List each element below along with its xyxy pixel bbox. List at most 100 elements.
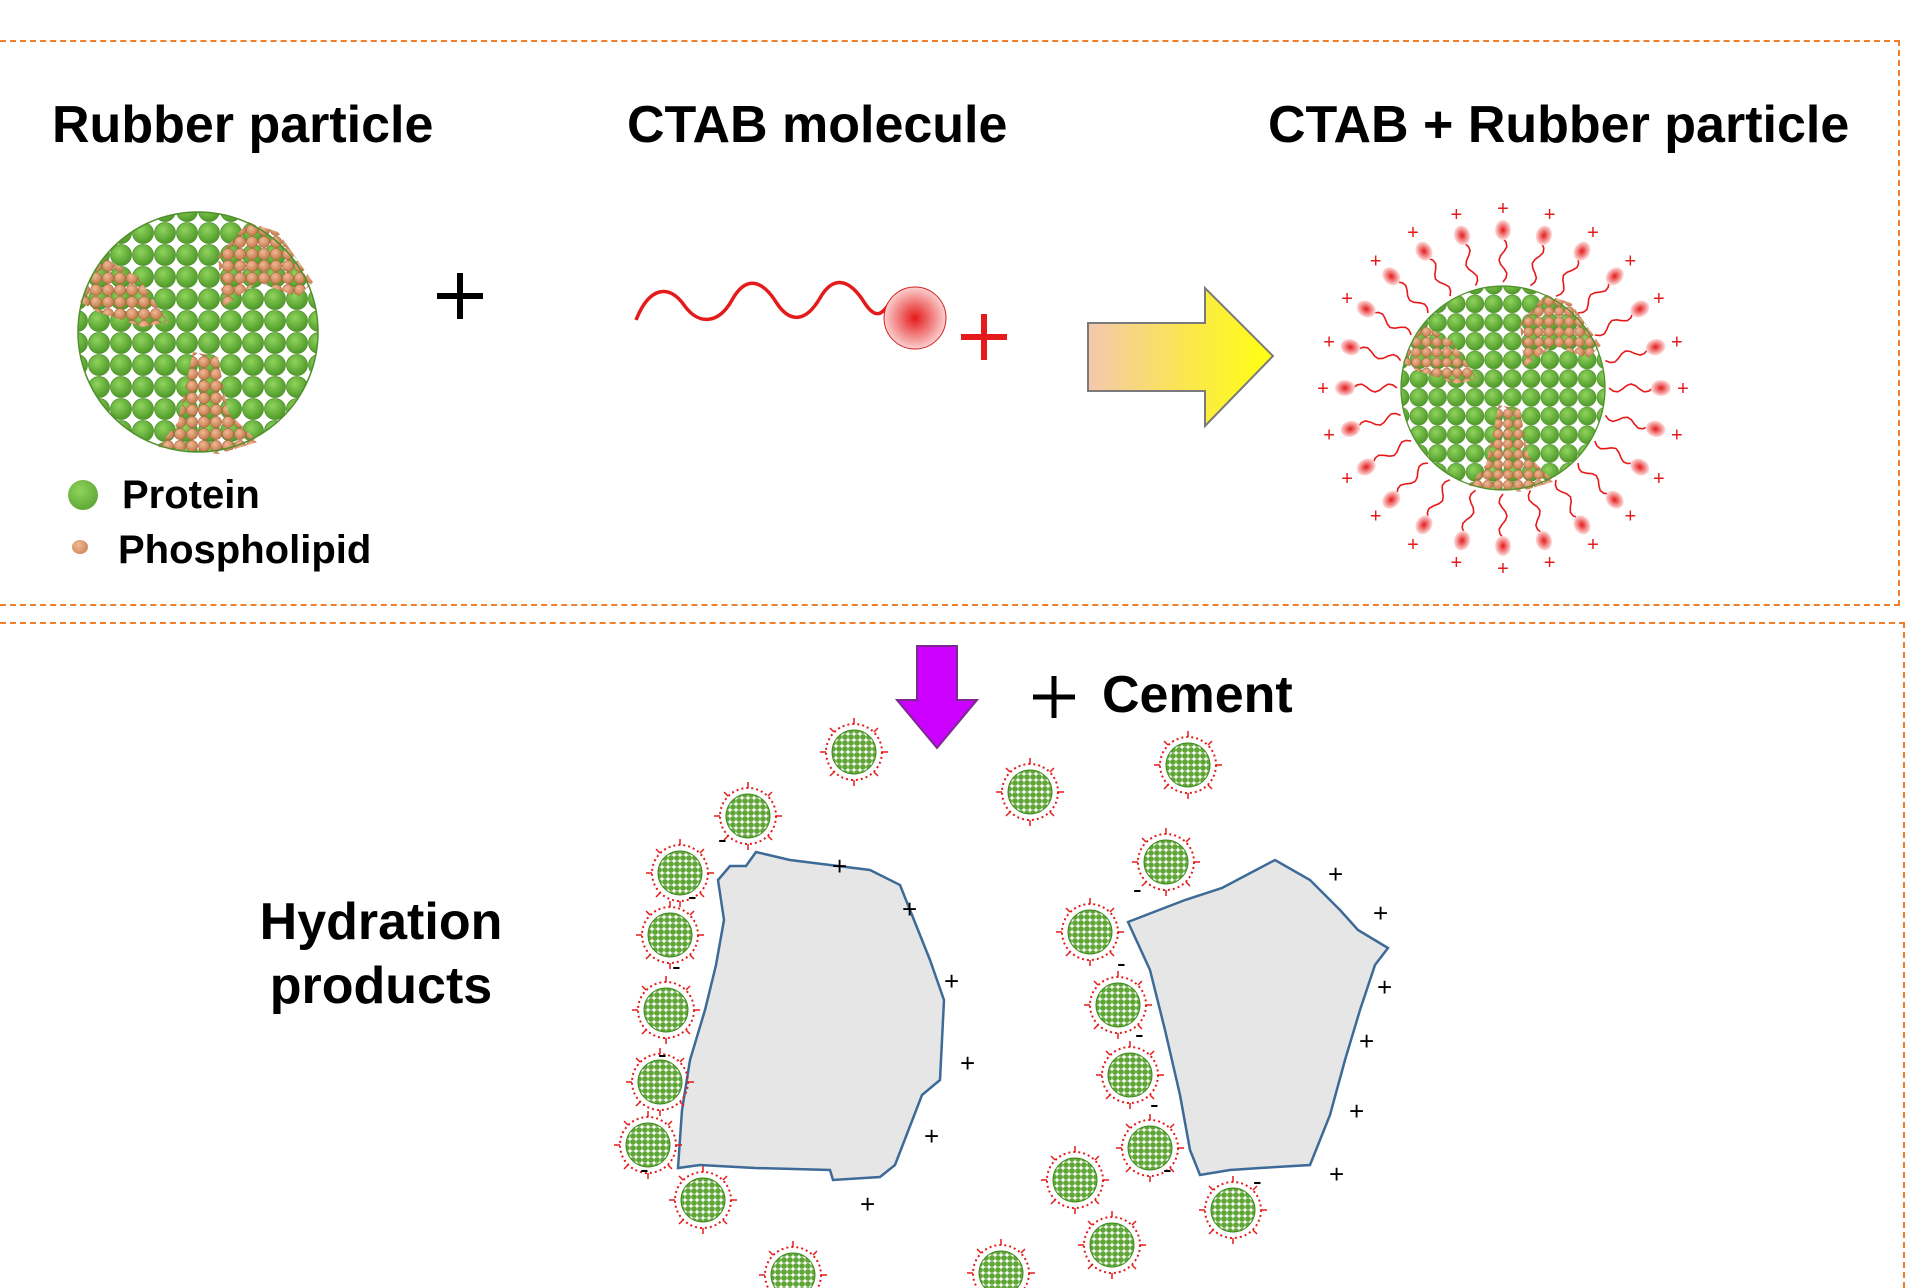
ctab-head	[1453, 530, 1471, 551]
ctab-tail	[1498, 493, 1508, 539]
ctab-charge: +	[1451, 204, 1463, 226]
ctab-charge: +	[1497, 558, 1509, 580]
ctab-tail	[1529, 242, 1545, 287]
ctab-charge: +	[1370, 505, 1382, 527]
cement-grain-right	[1126, 858, 1390, 1177]
ctab-head	[1340, 338, 1361, 356]
ctab-head	[1535, 225, 1553, 246]
svg-text:-: -	[640, 1154, 649, 1184]
title-ctab-molecule: CTAB molecule	[627, 96, 1008, 154]
ctab-charge: +	[1323, 331, 1335, 353]
ctab-head	[1335, 380, 1355, 396]
ctab-charge: +	[1624, 505, 1636, 527]
ctab-head	[1651, 380, 1671, 396]
hydration-line-1: Hydration	[259, 893, 503, 951]
ctab-head	[1645, 420, 1666, 438]
svg-text:-: -	[1150, 1089, 1159, 1119]
ctab-tail	[1608, 383, 1654, 393]
bottom-panel	[0, 622, 1905, 1288]
ctab-head	[1495, 220, 1511, 240]
ctab-charge: +	[1317, 378, 1329, 400]
ctab-head	[1630, 300, 1650, 318]
ctab-head	[1573, 515, 1591, 535]
cement-arrow	[894, 645, 980, 750]
svg-text:+: +	[832, 851, 847, 881]
ctab-charge: +	[1677, 378, 1689, 400]
ctab-charge: +	[1653, 468, 1665, 490]
ctab-tail	[1498, 237, 1508, 283]
hydration-line-2: products	[269, 957, 493, 1015]
cement-grain-left	[676, 850, 946, 1182]
ctab-tail	[1426, 479, 1451, 518]
top-panel	[0, 40, 1900, 606]
svg-text:+: +	[924, 1121, 939, 1151]
svg-text:+: +	[1349, 1096, 1364, 1126]
svg-text:-: -	[1135, 1019, 1144, 1049]
legend-protein-label: Protein	[122, 473, 260, 517]
ctab-charge: +	[1451, 552, 1463, 574]
svg-text:-: -	[688, 881, 697, 911]
ctab-charge: +	[1587, 534, 1599, 556]
svg-text:+: +	[1377, 972, 1392, 1002]
ctab-head	[1605, 267, 1624, 286]
cement-label: Cement	[1102, 665, 1293, 725]
ctab-charge: +	[1671, 331, 1683, 353]
ctab-charge: +	[1544, 552, 1556, 574]
reaction-arrow	[1087, 285, 1275, 429]
title-ctab-rubber: CTAB + Rubber particle	[1268, 96, 1850, 154]
ctab-head	[1415, 241, 1433, 261]
svg-text:-: -	[1133, 874, 1142, 904]
ctab-head	[1382, 490, 1401, 509]
ctab-charge: +	[1624, 251, 1636, 273]
svg-text:-: -	[1253, 1166, 1262, 1196]
ctab-tail	[1577, 462, 1610, 495]
svg-text:-: -	[1117, 948, 1126, 978]
ctab-head	[1382, 267, 1401, 286]
svg-text:+: +	[1329, 1159, 1344, 1189]
hydration-products-label: Hydration products	[221, 890, 541, 1018]
ctab-charge: +	[1544, 204, 1556, 226]
ctab-tail	[1577, 281, 1610, 314]
ctab-tail	[1396, 281, 1429, 314]
ctab-tail	[1373, 311, 1412, 336]
svg-text:-: -	[718, 824, 727, 854]
svg-text:+: +	[1359, 1026, 1374, 1056]
svg-text:+: +	[944, 966, 959, 996]
ctab-tail	[1554, 479, 1579, 519]
ctab-charge: +	[1370, 251, 1382, 273]
svg-text:+: +	[960, 1048, 975, 1078]
svg-text:-: -	[672, 951, 681, 981]
legend-phospholipid-swatch	[72, 540, 88, 554]
ctab-charge: +	[1341, 468, 1353, 490]
ctab-head	[1453, 225, 1471, 246]
surface-charges: +++ +++ +++ +++ --- --- --- --	[640, 824, 1392, 1219]
ctab-molecule	[634, 280, 1007, 360]
ctab-charge: +	[1497, 198, 1509, 220]
title-rubber-particle: Rubber particle	[52, 96, 434, 154]
svg-text:+: +	[860, 1189, 875, 1219]
svg-text:+: +	[1328, 859, 1343, 889]
ctab-tail	[1461, 489, 1477, 534]
ctab-charge: +	[1587, 222, 1599, 244]
ctab-tail	[1463, 242, 1479, 286]
ctab-head	[1356, 300, 1376, 318]
ctab-charge: +	[1671, 425, 1683, 447]
ctab-tail	[1555, 258, 1580, 297]
svg-text:+: +	[902, 894, 917, 924]
ctab-charge: +	[1407, 222, 1419, 244]
ctab-charge: +	[1407, 534, 1419, 556]
ctab-tail	[1372, 439, 1412, 464]
ctab-head	[1415, 515, 1433, 535]
ctab-charge: +	[1323, 425, 1335, 447]
ctab-charge: +	[1653, 288, 1665, 310]
rubber-particle	[77, 211, 319, 455]
ctab-tail	[1357, 412, 1401, 428]
ctab-tail	[1427, 257, 1452, 297]
ctab-tail	[1604, 414, 1649, 430]
ctab-tail	[1357, 346, 1402, 362]
ctab-tail	[1605, 348, 1649, 364]
ctab-charge: +	[1341, 288, 1353, 310]
ctab-head	[1630, 458, 1650, 476]
ctab-tail	[1594, 312, 1634, 337]
